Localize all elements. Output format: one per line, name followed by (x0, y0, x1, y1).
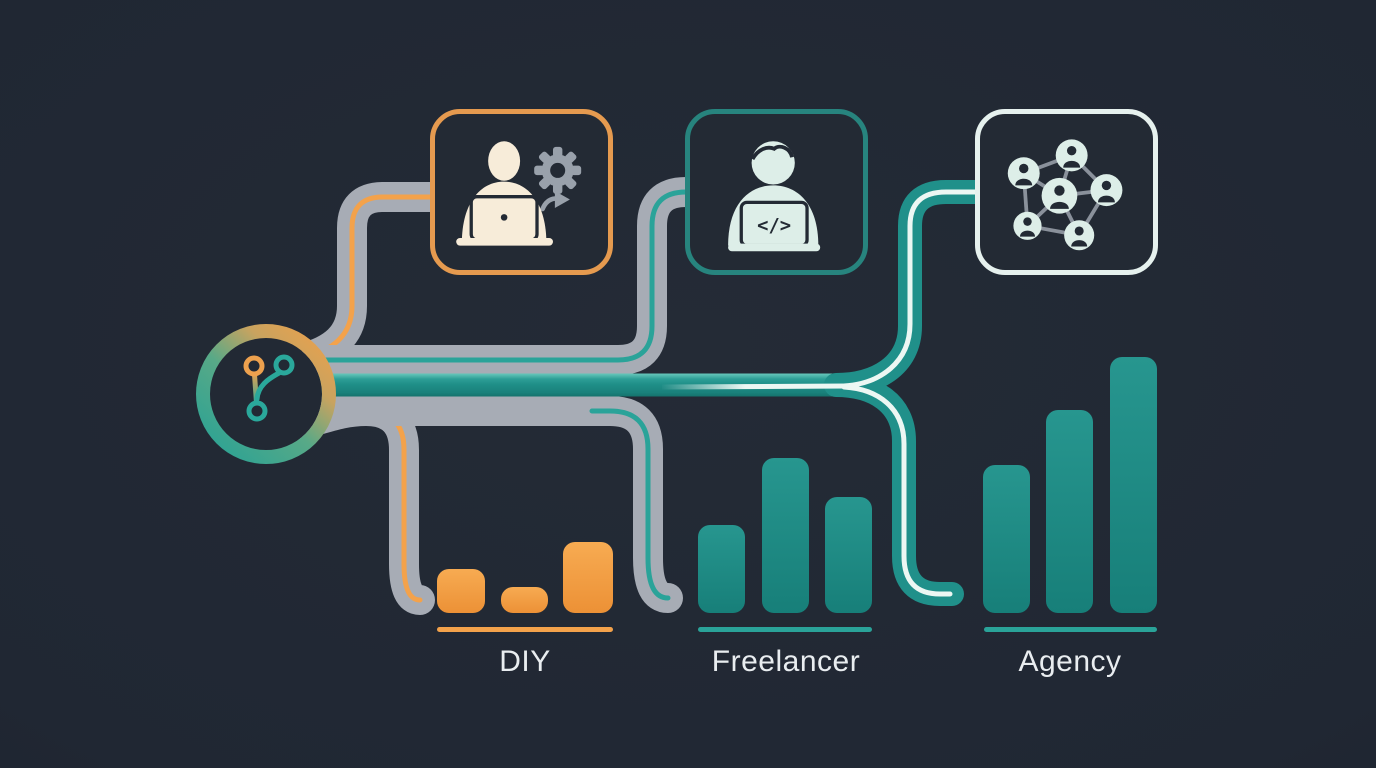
people-network-icon (1007, 139, 1123, 251)
diy-bar-2 (501, 587, 548, 613)
road-to-diy-box (299, 182, 444, 373)
agency-bar-2 (1046, 410, 1093, 613)
diy-bar-3 (563, 542, 613, 613)
freelancer-bar-1 (698, 525, 745, 613)
person-laptop-gear-icon (456, 141, 582, 246)
network-avatars (1007, 139, 1123, 251)
branch-box-highlight-line (843, 189, 992, 389)
freelancer-bar-3 (825, 497, 872, 613)
gear-icon (534, 146, 582, 194)
svg-text:</>: </> (757, 215, 791, 236)
agency-underline (984, 627, 1157, 632)
agency-label: Agency (1018, 645, 1122, 678)
diy-bar-1 (437, 569, 485, 613)
diy-underline (437, 627, 613, 632)
automation-arrow-icon (540, 191, 570, 212)
diy-label: DIY (499, 645, 551, 678)
root-node-ring (196, 324, 336, 464)
road-to-freelancer-chart (295, 396, 683, 613)
freelancer-bar-2 (762, 458, 809, 613)
freelancer-option-box: </> (685, 109, 868, 275)
road-to-freelancer-box-accent (316, 189, 704, 363)
agency-bar-3 (1110, 357, 1157, 613)
diy-option-box (430, 109, 613, 275)
person-laptop-code-icon: </> (728, 141, 821, 252)
agency-option-box (975, 109, 1158, 275)
agency-bar-1 (983, 465, 1030, 613)
freelancer-label: Freelancer (711, 645, 861, 678)
road-to-freelancer-chart-accent (589, 408, 671, 601)
git-branch-icon (243, 354, 295, 422)
trunk-highlight-line (661, 383, 849, 390)
road-to-diy-chart-accent (301, 408, 423, 603)
person-at-laptop (456, 141, 553, 246)
developer-at-laptop: </> (728, 141, 821, 252)
branch-chart-highlight-line (841, 384, 953, 597)
root-node (196, 324, 336, 464)
freelancer-underline (698, 627, 872, 632)
